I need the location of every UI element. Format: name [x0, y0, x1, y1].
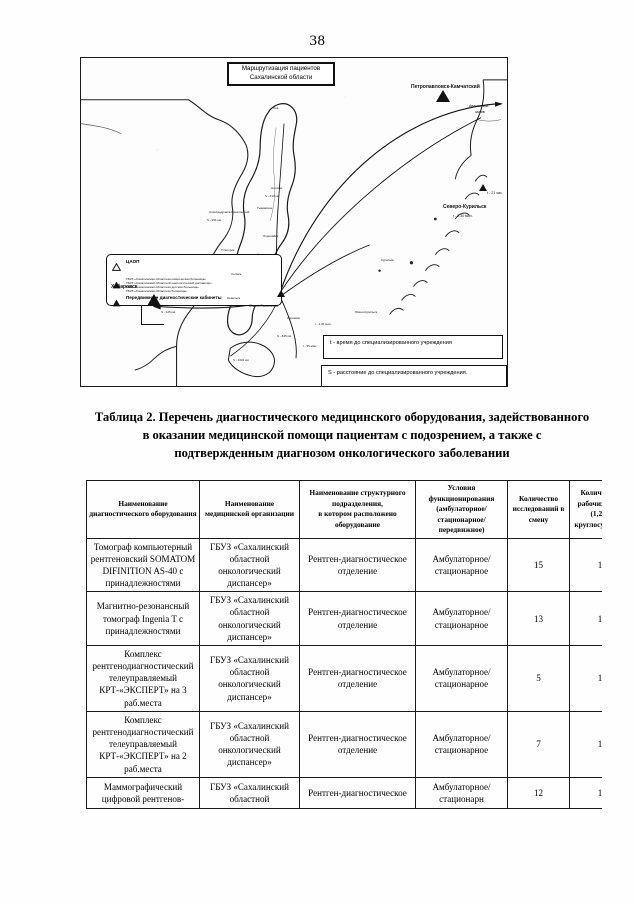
header-equipment: Наименование диагностического оборудован… — [86, 480, 200, 539]
map-title-callout: Маршрутизация пациентов Сахалинской обла… — [227, 62, 335, 86]
triangle-filled-icon — [112, 295, 121, 311]
cell-organization: ГБУЗ «Сахалинский областной онкологическ… — [199, 644, 300, 712]
cell-organization: ГБУЗ «Сахалинский областной онкологическ… — [199, 591, 300, 646]
header-organization: Наименование медицинской организации — [199, 480, 300, 539]
cell-department: Рентген-диагностическое отделение — [299, 710, 416, 778]
table-header-row: Наименование диагностического оборудован… — [86, 480, 602, 539]
legend-pointer — [141, 306, 164, 325]
cell-count: 12 — [507, 776, 570, 809]
table-row: Комплекс рентгенодиагностический телеупр… — [86, 644, 602, 712]
label-yuzhno-sakhalinsk: Южно-Сахалинск — [249, 304, 279, 308]
map-figure: Маршрутизация пациентов Сахалинской обла… — [80, 57, 508, 387]
legend-row-facilities: ГБУЗ «Сахалинская областная клиническая … — [112, 277, 276, 294]
cell-shifts: 1 — [569, 644, 602, 712]
map-frame: Маршрутизация пациентов Сахалинской обла… — [80, 57, 508, 387]
cell-organization: ГБУЗ «Сахалинский областной онкологическ… — [199, 537, 300, 593]
table-caption: Таблица 2. Перечень диагностического мед… — [94, 410, 590, 460]
label-distance-2: t - 55 мин. — [303, 344, 317, 348]
label-nevelsk: Невельск — [227, 296, 241, 300]
legend-row-chop: ЦАОП — [111, 259, 276, 275]
label-uglegorsk: Углегорск — [221, 248, 235, 252]
label-distance-4: S - 845 км. — [277, 334, 292, 338]
triangle-filled-icon — [112, 277, 121, 293]
cell-department: Рентген-диагностическое — [299, 776, 416, 809]
cell-count: 13 — [507, 591, 570, 646]
label-distance-5: S - 613 км. — [265, 194, 280, 198]
table-body: Томограф компьютерный рентгеновский SOMA… — [86, 537, 602, 809]
marker-khabarovsk — [147, 294, 161, 306]
map-legend: ЦАОП ГБУЗ «Сахалинская областная клиниче… — [106, 254, 282, 307]
note-distance: S - расстояние до специализированного уч… — [321, 365, 507, 386]
legend-chop-label: ЦАОП — [126, 259, 140, 264]
equipment-table: Наименование диагностического оборудован… — [86, 480, 602, 809]
label-avacha-bay-line1: Авачинский — [469, 104, 489, 108]
map-title-line2: Сахалинской области — [249, 74, 313, 81]
header-department: Наименование структурного подразделения,… — [299, 480, 416, 539]
label-tymovskoe: Тымовское — [257, 206, 273, 210]
cell-organization: ГБУЗ «Сахалинский областной — [199, 776, 300, 809]
cell-equipment: Комплекс рентгенодиагностический телеупр… — [86, 710, 200, 778]
label-okha: Оха — [273, 106, 279, 110]
label-nogliki: Ноглики — [271, 186, 283, 190]
legend-facilities-list: ГБУЗ «Сахалинская областная клиническая … — [126, 276, 212, 294]
table-row: Магнитно-резонансный томограф Ingenia T … — [86, 591, 602, 646]
page-number: 38 — [309, 33, 326, 49]
triangle-outline-icon — [111, 259, 122, 275]
header-count: Количество исследований в смену — [507, 480, 570, 539]
legend-row-mobile: Передвижные диагностические кабинеты — [112, 295, 276, 311]
table-row: Комплекс рентгенодиагностический телеупр… — [86, 710, 602, 778]
label-avacha-bay-line2: залив — [475, 110, 485, 114]
legend-mobile-label: Передвижные диагностические кабинеты — [126, 294, 222, 300]
label-poronaysk: Поронайск — [263, 234, 278, 238]
label-kurilsk: Курильск — [381, 258, 394, 262]
cell-shifts: 1 — [569, 710, 602, 778]
label-severo-kurilsk: Северо-Курильск — [443, 204, 487, 210]
note-time: t - время до специализированного учрежде… — [323, 335, 503, 359]
cell-equipment: Маммографический цифровой рентгенов- — [86, 776, 200, 809]
cell-organization: ГБУЗ «Сахалинский областной онкологическ… — [199, 710, 300, 778]
label-severo-kurilsk-time1: t - 21 час. — [487, 191, 503, 195]
cell-equipment: Комплекс рентгенодиагностический телеупр… — [86, 644, 200, 712]
label-kholmsk: Холмск — [231, 272, 242, 276]
cell-conditions: Амбулаторное/стационарн — [415, 776, 508, 809]
cell-shifts: 1 — [569, 776, 602, 809]
header-shifts: Количество рабочих смен (1,2,3, круглосу… — [569, 480, 602, 539]
label-distance-1: t - 1.30 мин. — [315, 322, 332, 326]
label-korsakov: Корсаков — [287, 316, 300, 320]
cell-conditions: Амбулаторное/стационарное — [415, 537, 508, 593]
table-clip-region: Наименование диагностического оборудован… — [86, 480, 602, 809]
cell-equipment: Магнитно-резонансный томограф Ingenia T … — [86, 591, 200, 646]
table-row: Томограф компьютерный рентгеновский SOMA… — [86, 537, 602, 593]
cell-conditions: Амбулаторное/стационарное — [415, 644, 508, 712]
label-distance-7: S - 125 км. — [161, 310, 176, 314]
cell-conditions: Амбулаторное/стационарное — [415, 710, 508, 778]
map-title-line1: Маршрутизация пациентов — [241, 65, 321, 73]
cell-shifts: 1 — [569, 591, 602, 646]
table-row: Маммографический цифровой рентгенов- ГБУ… — [86, 776, 602, 809]
cell-conditions: Амбулаторное/стационарное — [415, 591, 508, 646]
label-distance-6: S - 251 км. — [207, 218, 222, 222]
cell-department: Рентген-диагностическое отделение — [299, 591, 416, 646]
marker-petropavlovsk — [436, 90, 450, 102]
cell-count: 15 — [507, 537, 570, 593]
marker-severo-kurilsk — [479, 184, 487, 191]
label-petropavlovsk: Петропавловск-Камчатский — [411, 84, 480, 90]
label-severo-kurilsk-time2: t - 2.30 мин. — [453, 214, 473, 218]
cell-department: Рентген-диагностическое отделение — [299, 644, 416, 712]
marker-yuzhno-sakhalinsk — [277, 290, 285, 297]
label-distance-3: S - 1001 км. — [233, 358, 250, 362]
label-yuzhno-kurilsk: Южно-Курильск — [355, 310, 378, 314]
label-aleksandrovsk: Александровск-Сахалинский — [209, 210, 250, 214]
label-khabarovsk: Хабаровск — [111, 284, 138, 290]
cell-count: 7 — [507, 710, 570, 778]
cell-department: Рентген-диагностическое отделение — [299, 537, 416, 593]
header-conditions: Условия функционирования (амбулаторное/с… — [415, 480, 508, 539]
cell-equipment: Томограф компьютерный рентгеновский SOMA… — [86, 537, 200, 593]
cell-count: 5 — [507, 644, 570, 712]
cell-shifts: 1 — [569, 537, 602, 593]
